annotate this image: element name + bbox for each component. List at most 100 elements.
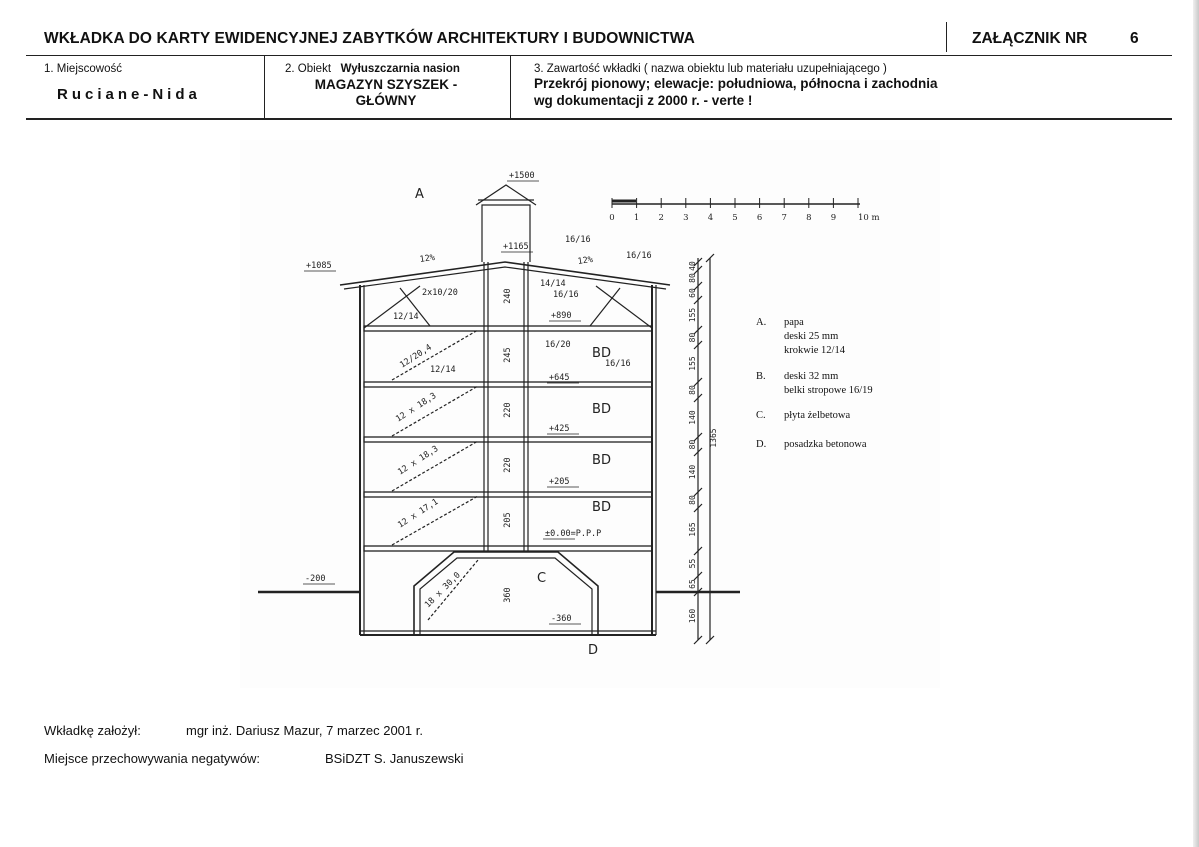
floor-attic — [363, 325, 653, 332]
storage-label: Miejsce przechowywania negatywów: — [44, 751, 261, 766]
legend-a-line2: deski 25 mm — [784, 331, 839, 342]
legend-a-text: papa deski 25 mm krokwie 12/14 — [784, 316, 845, 358]
locality-value: Ruciane-Nida — [57, 86, 201, 103]
section-letter: B — [592, 453, 601, 468]
member-label: 12 x 18,3 — [396, 444, 440, 477]
total-dimension-tick — [705, 635, 715, 645]
dimension-tick — [693, 340, 703, 350]
section-drawing-area — [240, 140, 940, 688]
stair-flight-3 — [391, 440, 479, 492]
dimension-value: 55 — [688, 559, 697, 569]
floor-2 — [363, 491, 653, 498]
basement-vault — [413, 551, 599, 635]
dimension-value: 155 — [688, 356, 697, 371]
stair-flight-basement — [427, 559, 479, 621]
section-letter: D — [601, 402, 611, 417]
legend-d-letter: D. — [756, 439, 767, 450]
fields-bottom-rule — [26, 118, 1172, 120]
legend-c-line1: płyta żelbetowa — [784, 410, 851, 421]
dimension-tick — [693, 447, 703, 457]
dimension-value: 80 — [688, 495, 697, 505]
dimension-tick — [693, 503, 703, 513]
field-divider-1 — [264, 56, 265, 119]
truss-brace-right — [589, 287, 621, 327]
member-label: 16/16 — [565, 235, 591, 245]
dimension-value: 140 — [688, 465, 697, 480]
section-letter: D — [601, 346, 611, 361]
dimension-tick — [693, 265, 703, 275]
dimension-value: 140 — [688, 410, 697, 425]
drawing-labels: +1500+1165+1085+890+645+425+205±0.00=P.P… — [303, 171, 652, 658]
section-letter: C — [537, 571, 546, 586]
object-name-line1: MAGAZYN SZYSZEK - — [314, 77, 458, 92]
dimension-tick — [693, 635, 703, 645]
scale-tick-label: 8 — [806, 213, 811, 223]
scale-tick-label: 10 m — [858, 213, 880, 223]
floor-slabs — [363, 325, 653, 552]
total-dimension-value: 1365 — [709, 428, 718, 447]
member-label: 12% — [419, 253, 436, 265]
scale-tick-label: 3 — [683, 213, 688, 223]
member-label: 16/16 — [626, 251, 652, 261]
scale-tick-label: 5 — [732, 213, 737, 223]
level-mark: +645 — [549, 373, 569, 383]
scale-tick-label: 6 — [757, 213, 762, 223]
header-separator — [946, 22, 947, 52]
legend-b-letter: B. — [756, 371, 766, 382]
lantern-roof — [475, 184, 537, 206]
member-label: 12/14 — [393, 312, 419, 322]
inner-dimension: 245 — [503, 347, 513, 362]
floor-4 — [363, 381, 653, 388]
scale-tick-label: 7 — [781, 213, 786, 223]
object-name-line2: GŁÓWNY — [355, 93, 417, 108]
lantern-walls — [481, 204, 531, 262]
scale-tick-label: 9 — [831, 213, 836, 223]
inner-dimension: 240 — [503, 288, 513, 303]
level-mark: ±0.00=P.P.P — [545, 529, 601, 539]
section-letter: B — [592, 500, 601, 515]
member-label: 12/14 — [430, 365, 456, 375]
roof-inner — [343, 266, 667, 290]
inner-dimension: 220 — [503, 402, 513, 417]
object-label: 2. Obiekt Wyłuszczarnia nasion — [285, 63, 460, 75]
content-line-2: wg dokumentacji z 2000 r. - verte ! — [534, 93, 753, 108]
dimension-tick — [693, 432, 703, 442]
dimension-tick — [693, 587, 703, 597]
member-label: 12 x 17,1 — [396, 497, 440, 530]
dimension-value: 65 — [688, 579, 697, 589]
form-title: WKŁADKA DO KARTY EWIDENCYJNEJ ZABYTKÓW A… — [44, 30, 695, 47]
basement-vault-inner — [419, 557, 593, 635]
storage-value: BSiDZT S. Januszewski — [325, 751, 464, 766]
sheet-edge — [1193, 0, 1199, 847]
stair-flight-4 — [391, 495, 479, 546]
dimension-tick — [693, 487, 703, 497]
floor-3 — [363, 436, 653, 443]
dimension-tick — [693, 571, 703, 581]
legend-a-line1: papa — [784, 317, 804, 328]
stair-flight-1 — [391, 329, 479, 381]
locality-label: 1. Miejscowość — [44, 63, 122, 75]
dimension-value: 80 — [688, 440, 697, 450]
section-letter: D — [588, 643, 598, 658]
level-mark: +890 — [551, 311, 571, 321]
dimension-value: 80 — [688, 273, 697, 283]
content-line-1: Przekrój pionowy; elewacje: południowa, … — [534, 76, 938, 91]
dimension-tick — [693, 377, 703, 387]
legend-a-line3: krokwie 12/14 — [784, 345, 845, 356]
header-rule — [26, 55, 1172, 56]
level-mark: +1165 — [503, 242, 529, 252]
field-divider-2 — [510, 56, 511, 119]
scale-tick-label: 4 — [708, 213, 713, 223]
stair-flights — [391, 329, 479, 621]
legend-a-letter: A. — [756, 317, 767, 328]
legend-d: D. posadzka betonowa — [756, 438, 867, 452]
dimension-tick — [693, 295, 703, 305]
member-label: 12% — [577, 255, 594, 267]
truss-left — [363, 285, 421, 329]
dimension-value: 165 — [688, 522, 697, 537]
legend-b: B. deski 32 mm belki stropowe 16/19 — [756, 370, 873, 396]
section-letter: D — [601, 500, 611, 515]
object-label-number: 2. Obiekt — [285, 63, 332, 75]
section-letter: B — [592, 402, 601, 417]
